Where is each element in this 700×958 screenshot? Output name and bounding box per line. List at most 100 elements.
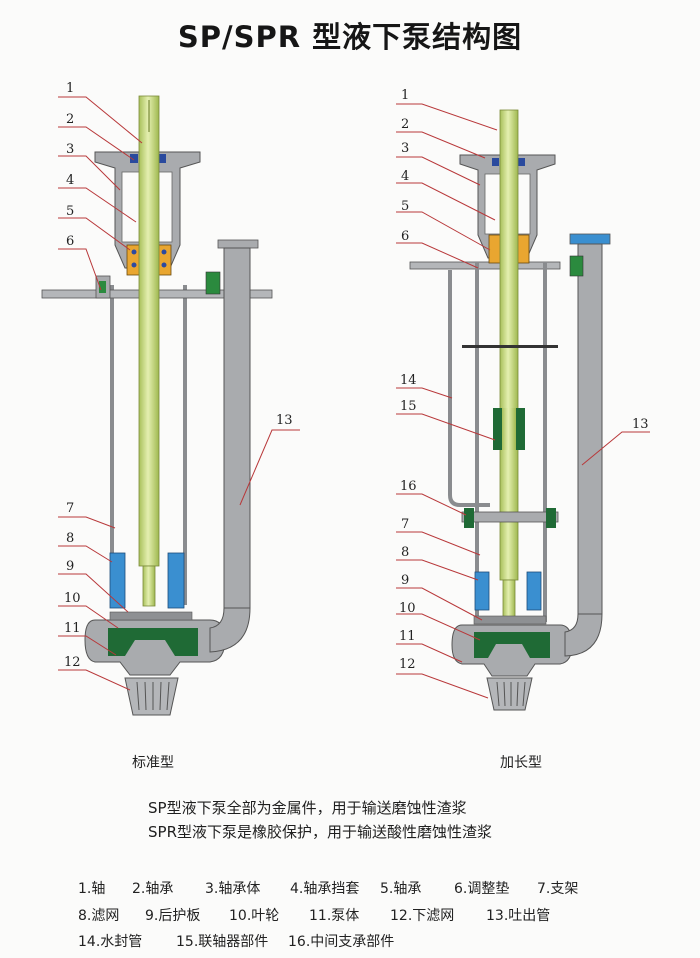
- shaft: [138, 95, 160, 567]
- legend-item: 2.轴承: [132, 881, 174, 897]
- callout-number: 10: [399, 601, 416, 616]
- callout-number: 4: [66, 173, 74, 188]
- legend-item: 11.泵体: [309, 908, 360, 924]
- callout-number: 11: [399, 629, 416, 644]
- callout-number: 11: [64, 621, 81, 636]
- legend-item: 6.调整垫: [454, 881, 510, 897]
- callout-number: 2: [66, 112, 74, 127]
- leader-line: [396, 211, 491, 251]
- leader-line: [396, 643, 463, 663]
- leader-line: [58, 217, 131, 251]
- leader-line: [58, 545, 113, 563]
- upper-bearing-right: [158, 154, 166, 163]
- leader-line: [396, 613, 481, 641]
- leader-line: [396, 673, 489, 699]
- callout-number: 3: [66, 142, 74, 157]
- water-seal-pipe: [448, 270, 490, 507]
- callout-number: 5: [401, 199, 409, 214]
- legend-item: 12.下滤网: [390, 908, 455, 924]
- support-frame-left-wall: [110, 285, 114, 605]
- legend-item: 7.支架: [537, 881, 579, 897]
- description-sp: SP型液下泵全部为金属件，用于输送磨蚀性渣浆: [148, 799, 467, 817]
- leader-line: [396, 242, 479, 269]
- discharge-pipe: [577, 243, 603, 615]
- description-spr: SPR型液下泵是橡胶保护，用于输送酸性磨蚀性渣浆: [148, 823, 492, 841]
- leader-line: [58, 635, 117, 656]
- callout-number: 15: [400, 399, 417, 414]
- caption-extended: 加长型: [500, 755, 542, 771]
- leader-line: [396, 493, 467, 516]
- impeller: [108, 628, 198, 656]
- support-frame-right-wall: [183, 285, 187, 605]
- callout-number: 6: [401, 229, 409, 244]
- callout-number: 3: [401, 141, 409, 156]
- legend-row-1: 1.轴 2.轴承 3.轴承体 4.轴承挡套 5.轴承 6.调整垫 7.支架: [78, 878, 578, 898]
- legend-item: 10.叶轮: [229, 908, 280, 924]
- legend-row-3: 14.水封管 15.联轴器部件 16.中间支承部件: [78, 931, 394, 951]
- legend-row-2: 8.滤网 9.后护板 10.叶轮 11.泵体 12.下滤网 13.吐出管: [78, 905, 550, 925]
- callout-number: 7: [66, 501, 74, 516]
- legend-item: 1.轴: [78, 881, 106, 897]
- leader-line: [396, 387, 453, 399]
- leader-line: [396, 587, 483, 621]
- callout-number: 8: [401, 545, 409, 560]
- callout-number: 9: [401, 573, 409, 588]
- intermediate-support: [461, 511, 559, 523]
- leader-line: [58, 516, 116, 529]
- leader-line: [58, 187, 137, 223]
- callout-number: 8: [66, 531, 74, 546]
- legend-item: 14.水封管: [78, 934, 143, 950]
- leader-line: [396, 156, 481, 186]
- leader-line: [58, 605, 119, 629]
- legend-item: 8.滤网: [78, 908, 120, 924]
- legend-item: 16.中间支承部件: [288, 934, 395, 950]
- legend-item: 9.后护板: [145, 908, 201, 924]
- leader-line: [396, 531, 481, 556]
- leader-line: [239, 429, 300, 506]
- leader-line: [396, 131, 486, 159]
- leader-line: [58, 248, 102, 291]
- callout-number: 10: [64, 591, 81, 606]
- leader-line: [396, 182, 496, 221]
- strainer-right: [167, 552, 185, 609]
- leader-line: [58, 573, 129, 613]
- callout-number: 1: [401, 88, 409, 103]
- callout-number: 13: [632, 417, 649, 432]
- leader-line: [396, 559, 479, 581]
- callout-number: 9: [66, 559, 74, 574]
- caption-standard: 标准型: [132, 755, 174, 771]
- callout-number: 4: [401, 169, 409, 184]
- leader-line: [58, 126, 135, 161]
- legend-item: 3.轴承体: [205, 881, 261, 897]
- legend-item: 13.吐出管: [486, 908, 551, 924]
- back-liner: [109, 611, 193, 621]
- callout-number: 12: [64, 655, 81, 670]
- legend-item: 4.轴承挡套: [290, 881, 360, 897]
- discharge-pipe: [223, 247, 251, 609]
- callout-number: 14: [400, 373, 417, 388]
- strainer-left: [109, 552, 126, 609]
- callout-number: 6: [66, 234, 74, 249]
- legend-item: 5.轴承: [380, 881, 422, 897]
- leader-line: [581, 431, 650, 466]
- leader-line: [396, 103, 498, 131]
- legend-item: 15.联轴器部件: [176, 934, 269, 950]
- callout-number: 12: [399, 657, 416, 672]
- upper-bearing-left: [130, 154, 138, 163]
- callout-number: 13: [276, 413, 293, 428]
- mounting-plate: [409, 261, 561, 270]
- callout-number: 5: [66, 204, 74, 219]
- callout-number: 2: [401, 117, 409, 132]
- page-title: SP/SPR 型液下泵结构图: [177, 20, 523, 54]
- lower-strainer: [124, 677, 179, 716]
- callout-number: 16: [400, 479, 417, 494]
- leader-line: [58, 669, 131, 691]
- extended-pump-drawing: [409, 109, 611, 711]
- standard-pump-drawing: [41, 95, 273, 716]
- leader-line: [58, 96, 143, 144]
- adjust-shim: [99, 281, 106, 293]
- callout-number: 7: [401, 517, 409, 532]
- leader-line: [58, 155, 121, 191]
